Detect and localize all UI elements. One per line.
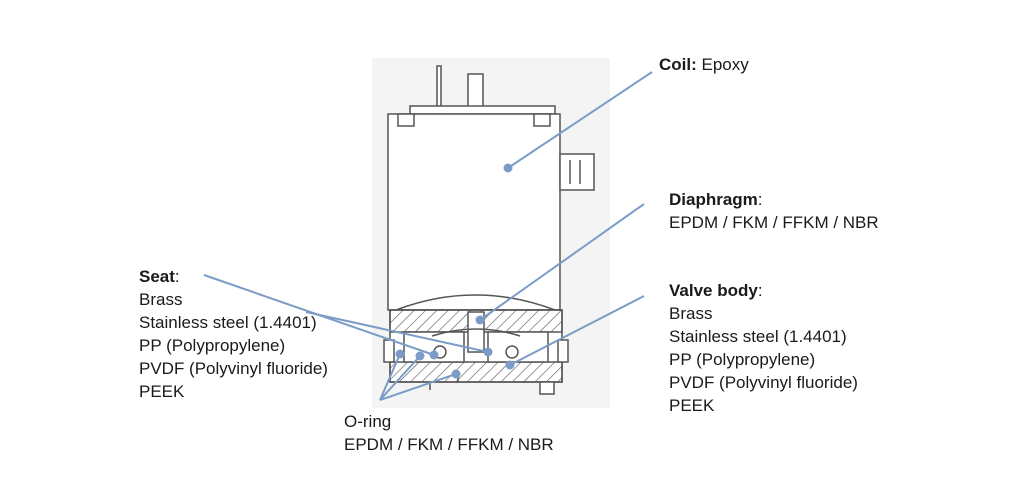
- valve-drawing: [383, 65, 595, 395]
- diaphragm: [431, 328, 521, 337]
- valve-body-callout: Valve body: Brass Stainless steel (1.440…: [669, 279, 858, 417]
- diaphragm-colon: :: [757, 190, 763, 209]
- leader-valvebody: [509, 295, 645, 366]
- leader-seat-2: [305, 311, 489, 353]
- chamber-right: [487, 331, 549, 363]
- leader-oring-1: [379, 353, 401, 401]
- leader-oring-dot-2: [415, 351, 425, 361]
- seat-right: [505, 345, 519, 359]
- valve-body-material: Brass: [669, 304, 713, 323]
- leader-valvebody-dot: [505, 360, 515, 370]
- coil-callout: Coil: Epoxy: [659, 53, 749, 76]
- seat-callout: Seat: Brass Stainless steel (1.4401) PP …: [139, 265, 328, 403]
- leader-oring-3: [379, 373, 457, 401]
- valve-body-material: PVDF (Polyvinyl fluoride): [669, 373, 858, 392]
- valve-body-colon: :: [757, 281, 763, 300]
- valve-body-title: Valve body: [669, 281, 758, 300]
- diaphragm-title: Diaphragm: [669, 190, 758, 209]
- coil-material: Epoxy: [696, 55, 749, 74]
- leader-diaphragm-dot: [475, 315, 485, 325]
- diaphragm-callout: Diaphragm: EPDM / FKM / FFKM / NBR: [669, 188, 879, 234]
- seat-title: Seat: [139, 267, 175, 286]
- seat-material: Brass: [139, 290, 183, 309]
- seat-material: Stainless steel (1.4401): [139, 313, 317, 332]
- seat-colon: :: [174, 267, 180, 286]
- oring-title: O-ring: [344, 412, 392, 431]
- port-left: [383, 339, 395, 363]
- port-right: [557, 339, 569, 363]
- leader-coil: [507, 71, 653, 169]
- leader-oring-dot-3: [451, 369, 461, 379]
- seat-material: PVDF (Polyvinyl fluoride): [139, 359, 328, 378]
- seat-material: PEEK: [139, 382, 185, 401]
- seat-material: PP (Polypropylene): [139, 336, 286, 355]
- coil-base-dome: [395, 294, 556, 311]
- valve-body-hatch-bottom: [389, 361, 563, 383]
- leader-oring-dot-1: [395, 349, 405, 359]
- coil-top-cap: [409, 105, 556, 115]
- bottom-fitting: [539, 381, 555, 395]
- leader-seat-dot-1: [429, 350, 439, 360]
- valve-body-material: Stainless steel (1.4401): [669, 327, 847, 346]
- leader-oring-2: [379, 355, 421, 401]
- leader-seat-dot-2: [483, 347, 493, 357]
- leader-coil-dot: [503, 163, 513, 173]
- leader-lines: [203, 71, 653, 401]
- coil-tab-left: [397, 113, 415, 127]
- coil-title: Coil:: [659, 55, 697, 74]
- coil-housing: [387, 113, 561, 311]
- leader-diaphragm: [479, 203, 645, 321]
- valve-body-material: PEEK: [669, 396, 715, 415]
- oring-callout: O-ring EPDM / FKM / FFKM / NBR: [344, 410, 554, 456]
- diaphragm-material: EPDM / FKM / FFKM / NBR: [669, 213, 879, 232]
- coil-side-connector: [559, 153, 595, 191]
- oring-material: EPDM / FKM / FFKM / NBR: [344, 435, 554, 454]
- valve-body-material: PP (Polypropylene): [669, 350, 816, 369]
- coil-tab-right: [533, 113, 551, 127]
